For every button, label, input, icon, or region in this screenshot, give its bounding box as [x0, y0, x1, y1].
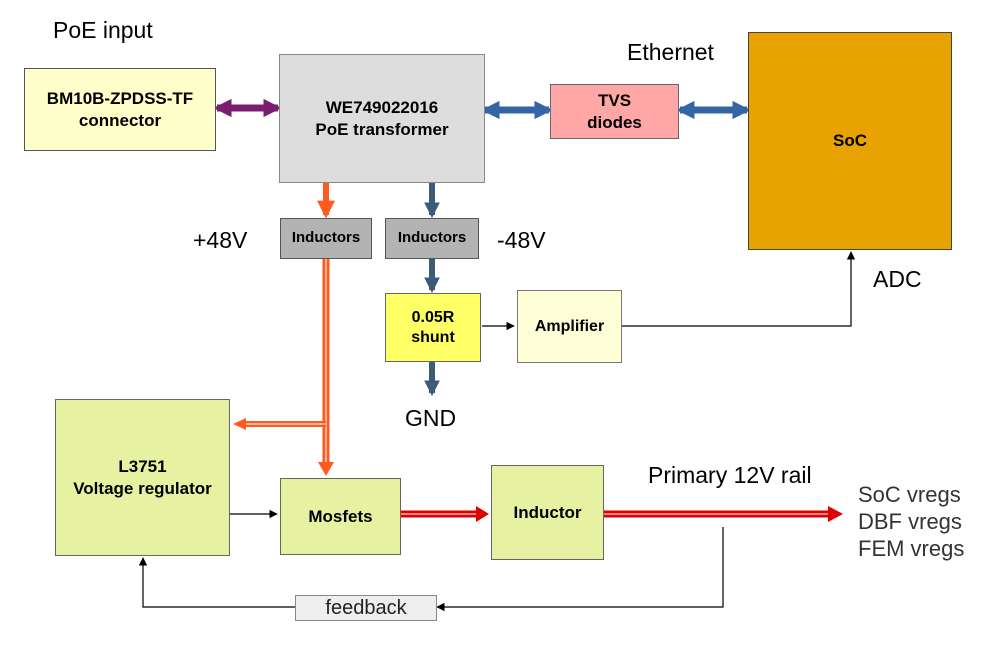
- transformer-type-text: PoE transformer: [315, 119, 449, 139]
- shunt-value-text: 0.05R: [411, 308, 455, 326]
- feedback-wire-left: [138, 557, 295, 608]
- regulator-part-text: L3751: [118, 457, 167, 477]
- mosfets-text: Mosfets: [308, 506, 373, 526]
- poe-input-label: PoE input: [53, 17, 153, 43]
- output-fem-vregs: FEM vregs: [858, 536, 965, 561]
- output-list: SoC vregs DBF vregs FEM vregs: [858, 481, 964, 562]
- feedback-text: feedback: [325, 596, 407, 619]
- output-dbf-vregs: DBF vregs: [858, 509, 962, 534]
- feedback-block: feedback: [295, 595, 437, 621]
- plus48v-label: +48V: [193, 227, 248, 253]
- connector-type-text: connector: [78, 110, 162, 130]
- soc-block: SoC: [748, 32, 952, 250]
- minus48v-label: -48V: [497, 227, 546, 253]
- inductor-block: Inductor: [491, 465, 604, 560]
- gnd-label: GND: [405, 405, 457, 431]
- primary-rail-label: Primary 12V rail: [648, 462, 812, 488]
- amplifier-block: Amplifier: [517, 290, 622, 363]
- tvs-line2: diodes: [587, 112, 642, 132]
- inductors-neg-text: Inductors: [397, 229, 467, 247]
- regulator-block: L3751 Voltage regulator: [55, 399, 230, 556]
- mosfets-block: Mosfets: [280, 478, 401, 555]
- connector-part-text: BM10B-ZPDSS-TF: [46, 89, 194, 109]
- tvs-block: TVS diodes: [550, 84, 679, 139]
- transformer-part-text: WE749022016: [325, 98, 439, 118]
- inductors-pos-text: Inductors: [291, 229, 361, 247]
- soc-text: SoC: [833, 131, 867, 151]
- shunt-type-text: shunt: [411, 328, 455, 346]
- transformer-block: WE749022016 PoE transformer: [279, 54, 485, 183]
- ethernet-label: Ethernet: [627, 39, 714, 65]
- inductors-pos-block: Inductors: [280, 218, 372, 259]
- inductors-mosfets-arrow: [318, 259, 334, 476]
- feedback-wire-right: [436, 527, 724, 612]
- connector-block: BM10B-ZPDSS-TF connector: [24, 68, 216, 151]
- output-soc-vregs: SoC vregs: [858, 482, 961, 507]
- shunt-block: 0.05R shunt: [385, 293, 481, 362]
- tvs-line1: TVS: [597, 91, 632, 111]
- inductor-text: Inductor: [513, 502, 582, 522]
- amplifier-text: Amplifier: [534, 317, 605, 335]
- inductor-output-arrow: [604, 506, 843, 522]
- adc-label: ADC: [873, 266, 922, 292]
- regulator-type-text: Voltage regulator: [73, 478, 212, 498]
- amplifier-adc-arrow: [622, 251, 856, 327]
- mosfets-inductor-arrow: [401, 506, 489, 522]
- inductors-regulator-arrow: [233, 418, 326, 430]
- inductors-neg-block: Inductors: [385, 218, 479, 259]
